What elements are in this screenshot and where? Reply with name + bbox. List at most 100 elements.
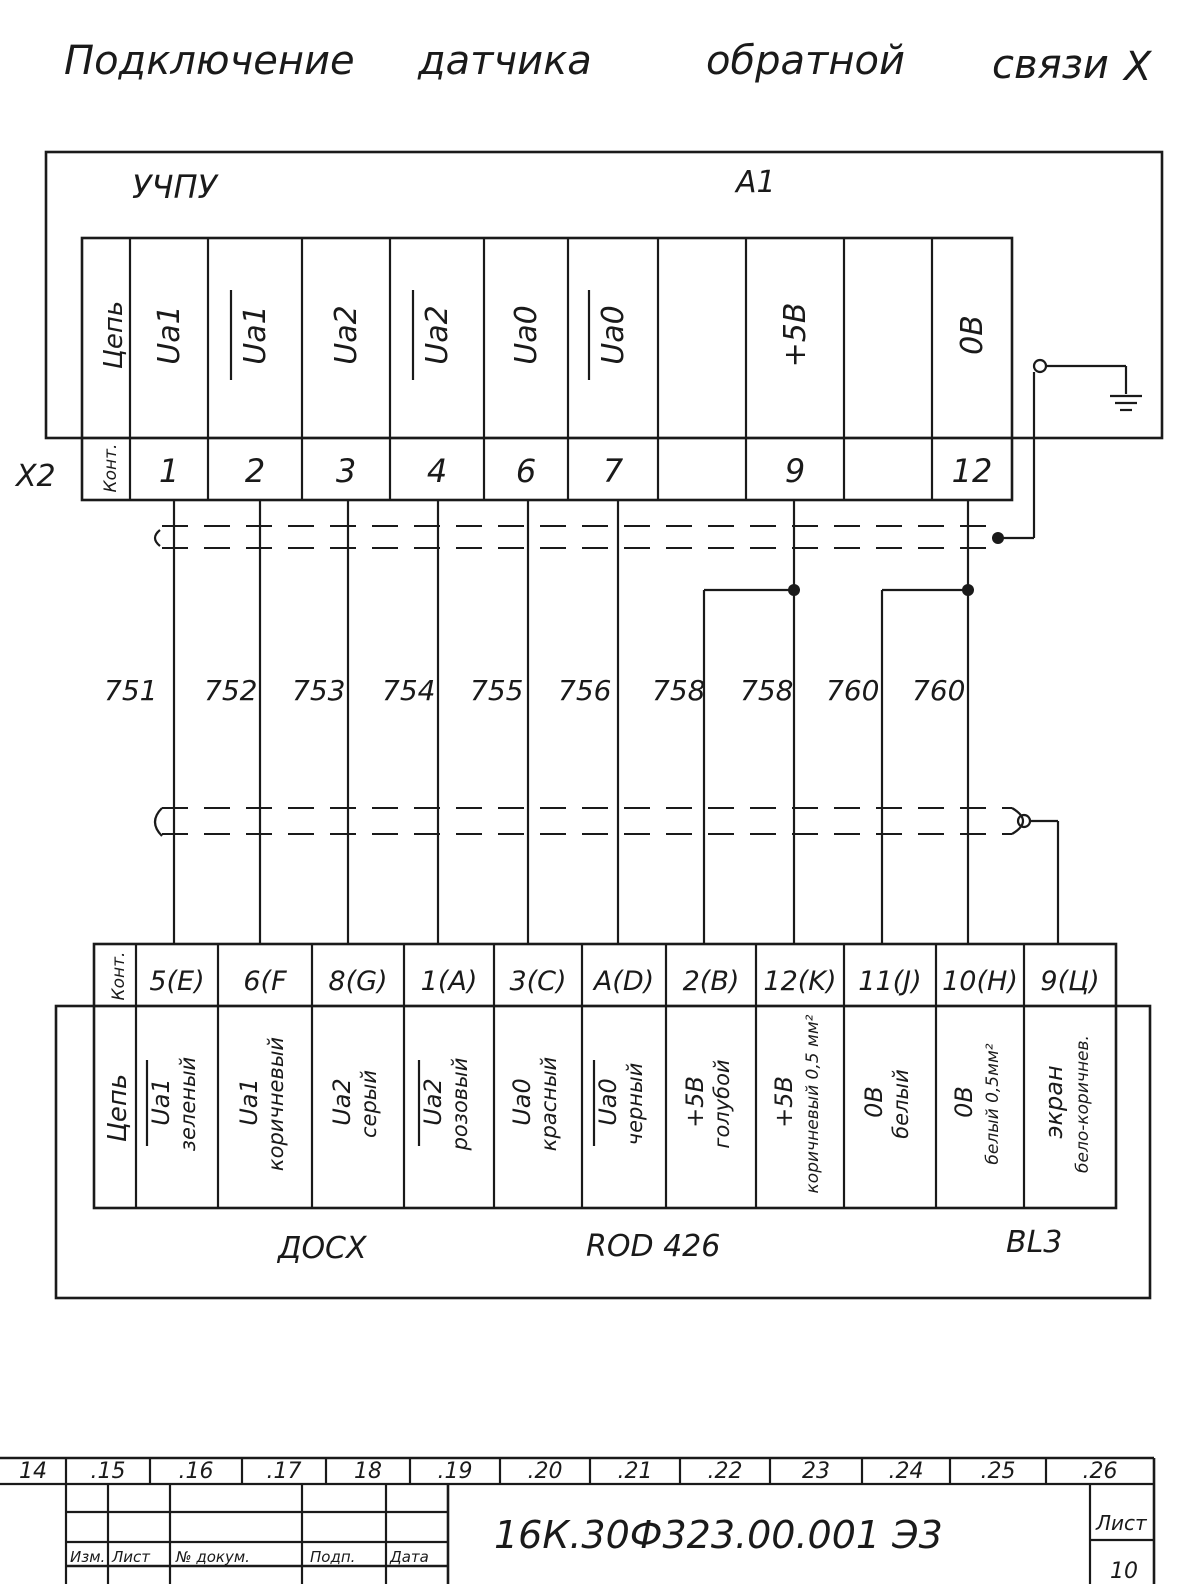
bottom-wire-color: коричневый 0,5 мм² bbox=[803, 1014, 823, 1193]
bottom-signal-label: Ua2 bbox=[328, 1078, 356, 1126]
wire-label: 756 bbox=[558, 674, 611, 707]
bottom-signal-label: +5B bbox=[681, 1076, 709, 1128]
wire-labels: 751 752 753 754 755 756 758 758 760 760 bbox=[104, 674, 965, 707]
bottom-contact-label: 9(Ц) bbox=[1040, 966, 1099, 997]
rev-col-change: Изм. bbox=[70, 1548, 105, 1566]
ground-terminal bbox=[1032, 358, 1048, 374]
bottom-device-ref: BL3 bbox=[1006, 1225, 1062, 1260]
bottom-device-label: ДОСХ bbox=[276, 1231, 368, 1266]
top-contact-number: 2 bbox=[245, 452, 265, 490]
sheet-number: 10 bbox=[1110, 1559, 1138, 1584]
bottom-wire-color: белый 0,5мм² bbox=[983, 1043, 1003, 1164]
zone-number: .24 bbox=[889, 1459, 924, 1484]
zone-number-row: 14 .15 .16 .17 18 .19 .20 .21 .22 23 .24 .25 .26 bbox=[19, 1458, 1118, 1484]
top-signal-label: Ua0 bbox=[509, 305, 544, 364]
wire-760-node bbox=[962, 584, 974, 596]
title-word-4: связи bbox=[992, 42, 1109, 88]
document-number: 16К.30Ф323.00.001 Э3 bbox=[494, 1513, 943, 1557]
title-word-5: X bbox=[1122, 44, 1153, 90]
wire-label: 760 bbox=[826, 674, 879, 707]
wires bbox=[172, 500, 974, 944]
bottom-signal-label: Ua1 bbox=[147, 1078, 175, 1126]
wire-label: 755 bbox=[470, 674, 523, 707]
bottom-row-head-contact: Конт. bbox=[109, 952, 129, 1001]
wire-label: 760 bbox=[912, 674, 965, 707]
top-row-head-signal: Цепь bbox=[99, 301, 129, 370]
top-contact-number: 1 bbox=[159, 452, 179, 490]
top-contact-number: 12 bbox=[952, 452, 993, 490]
zone-number: .17 bbox=[267, 1459, 302, 1484]
zone-number: .21 bbox=[618, 1459, 653, 1484]
bottom-contact-label: 11(J) bbox=[858, 966, 921, 997]
title-block: 14 .15 .16 .17 18 .19 .20 .21 .22 23 .24 .25 .26 Изм… bbox=[0, 1456, 1156, 1584]
bottom-wire-color: белый bbox=[889, 1069, 913, 1139]
wire-label: 753 bbox=[292, 674, 345, 707]
diagram-title: Подключение датчика обратной связи X bbox=[64, 38, 1153, 90]
zone-number: .22 bbox=[708, 1459, 743, 1484]
bottom-signal-label: Ua2 bbox=[419, 1078, 447, 1126]
bottom-wire-color: розовый bbox=[448, 1058, 472, 1152]
bottom-contact-label: 10(H) bbox=[942, 966, 1018, 997]
sheet-label: Лист bbox=[1095, 1511, 1148, 1535]
bottom-wire-color: голубой bbox=[710, 1059, 734, 1148]
top-contact-number: 4 bbox=[427, 452, 447, 490]
top-signal-label: Ua2 bbox=[329, 305, 364, 364]
shield-bottom-left-end bbox=[153, 807, 163, 837]
bottom-signal-label: 0B bbox=[950, 1086, 978, 1118]
bottom-signal-label: экран bbox=[1040, 1065, 1068, 1138]
top-contact-number: 6 bbox=[516, 452, 536, 490]
top-connector-label: X2 bbox=[14, 459, 56, 494]
rev-col-document: № докум. bbox=[175, 1548, 250, 1566]
top-contact-number: 9 bbox=[785, 452, 805, 490]
top-contact-number: 7 bbox=[603, 452, 624, 490]
ground-symbol bbox=[992, 358, 1142, 544]
bottom-contact-label: 1(A) bbox=[421, 966, 478, 997]
top-signal-label: 0B bbox=[955, 315, 990, 355]
bottom-signal-label: 0B bbox=[860, 1086, 888, 1118]
wire-758-node bbox=[788, 584, 800, 596]
zone-number: .16 bbox=[179, 1459, 214, 1484]
bottom-contact-label: 6(F bbox=[243, 966, 287, 997]
zone-number: .20 bbox=[528, 1459, 563, 1484]
top-terminal-table bbox=[80, 236, 1014, 502]
bottom-contact-label: 8(G) bbox=[328, 966, 387, 997]
bottom-terminal-table bbox=[92, 942, 1118, 1210]
zone-number: 18 bbox=[354, 1459, 382, 1484]
top-device-ref: A1 bbox=[734, 165, 776, 200]
zone-number: 14 bbox=[19, 1459, 47, 1484]
wire-label: 754 bbox=[382, 674, 435, 707]
top-signal-label: Ua1 bbox=[238, 305, 273, 364]
top-signal-label: Ua1 bbox=[152, 305, 187, 364]
bottom-wire-color: черный bbox=[623, 1063, 647, 1146]
wire-label: 758 bbox=[652, 674, 705, 707]
wire-label: 752 bbox=[204, 674, 257, 707]
shield-ground-node bbox=[992, 532, 1004, 544]
bottom-contact-label: 3(C) bbox=[509, 966, 566, 997]
zone-number: 23 bbox=[802, 1459, 830, 1484]
wire-label: 758 bbox=[740, 674, 793, 707]
rev-col-date: Дата bbox=[389, 1548, 429, 1566]
title-word-2: датчика bbox=[417, 38, 592, 84]
title-word-1: Подключение bbox=[64, 38, 355, 84]
bottom-contact-label: A(D) bbox=[592, 966, 654, 997]
zone-number: .25 bbox=[981, 1459, 1016, 1484]
top-signal-label: Ua0 bbox=[596, 305, 631, 364]
bottom-contact-label: 12(K) bbox=[763, 966, 836, 997]
top-signal-label: +5B bbox=[778, 303, 813, 368]
zone-number: .15 bbox=[91, 1459, 126, 1484]
zone-number: .19 bbox=[438, 1459, 473, 1484]
bottom-contact-label: 2(B) bbox=[683, 966, 740, 997]
wire-label: 751 bbox=[104, 674, 157, 707]
top-contact-number: 3 bbox=[336, 452, 356, 490]
bottom-wire-color: коричневый bbox=[264, 1037, 288, 1171]
shield-bottom-right-end bbox=[1011, 807, 1025, 835]
top-block: УЧПУ A1 X2 Ua11Ua12Ua23Ua24Ua06Ua07+5B90… bbox=[14, 150, 1164, 544]
top-device-label: УЧПУ bbox=[132, 168, 220, 206]
shield-top-left-end bbox=[153, 529, 161, 547]
bottom-row-head-signal: Цепь bbox=[103, 1074, 133, 1143]
zone-number: .26 bbox=[1083, 1459, 1118, 1484]
bottom-signal-label: +5B bbox=[770, 1076, 798, 1128]
